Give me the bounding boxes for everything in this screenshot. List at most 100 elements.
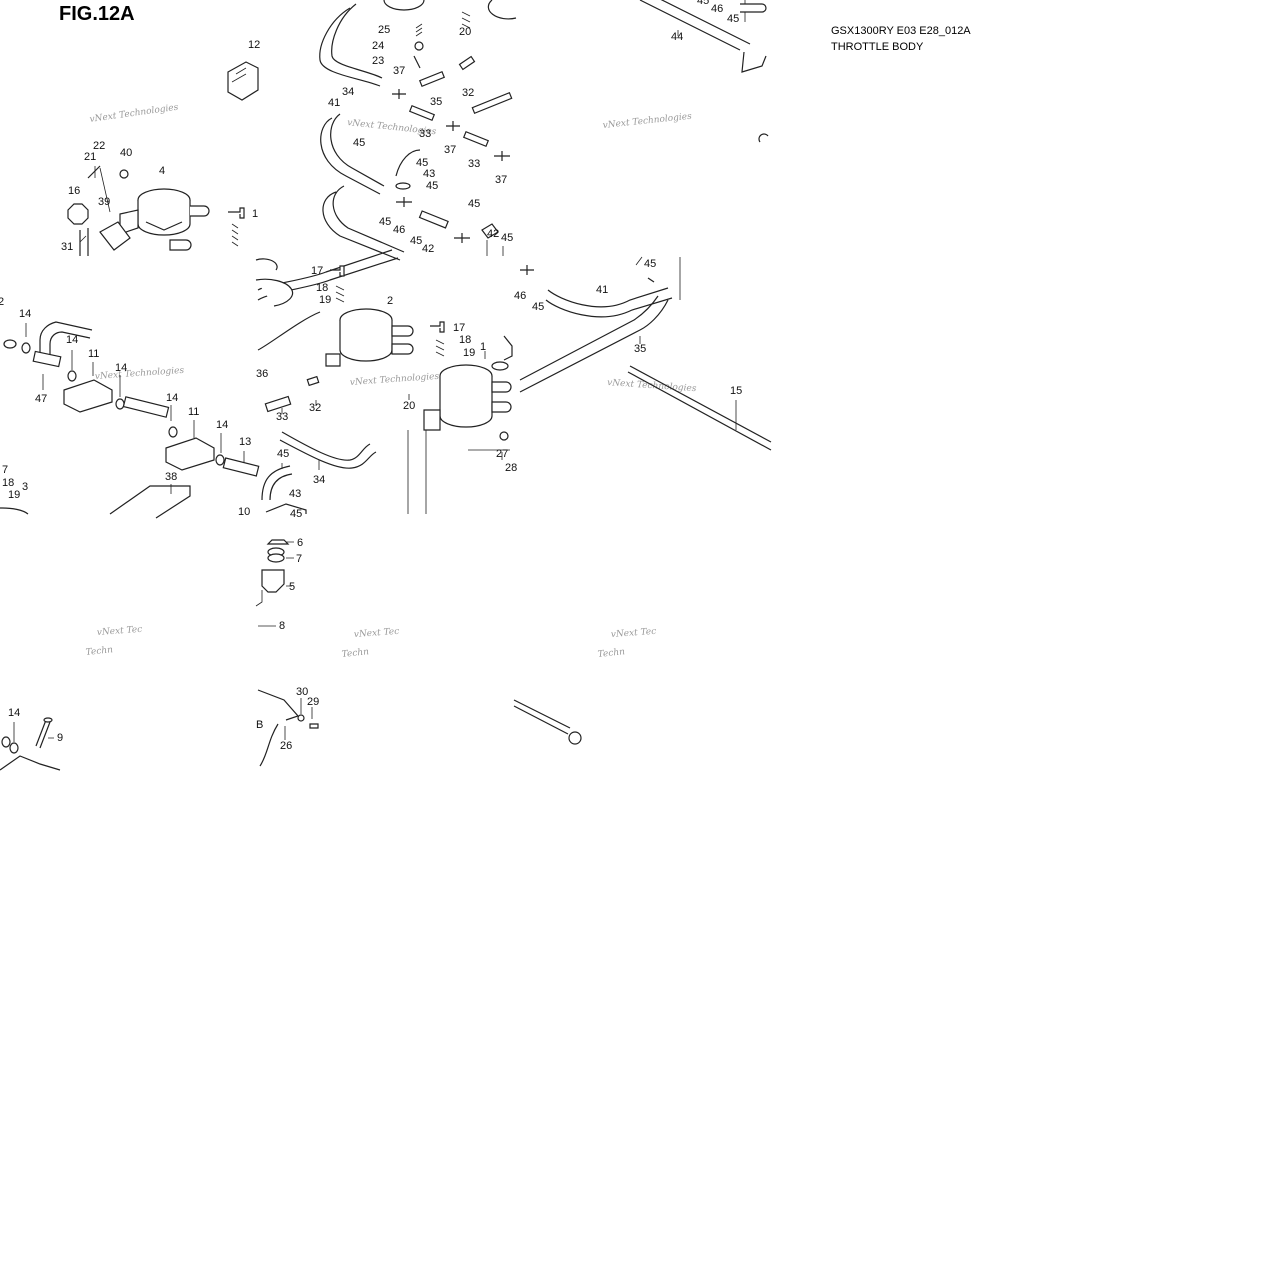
hose-34: [319, 7, 381, 87]
part-callout: 45: [697, 0, 709, 7]
clip-part: [741, 51, 767, 73]
spring-part: [335, 285, 345, 303]
section-name: THROTTLE BODY: [831, 41, 924, 53]
part-callout: 23: [372, 55, 384, 67]
nipples: [391, 325, 414, 355]
bolt-9: [35, 719, 47, 747]
part-callout: 15: [730, 385, 742, 397]
injector-lead: [255, 590, 263, 607]
hose-pair: [257, 257, 399, 301]
part-callout: 45: [416, 157, 428, 169]
tile-throttle-left: [67, 61, 259, 256]
screw-part: [430, 321, 445, 333]
part-callout: B: [256, 719, 263, 731]
pipe-13: [222, 457, 260, 477]
part-callout: 45: [644, 258, 656, 270]
part-callout: 45: [532, 301, 544, 313]
nipple: [190, 205, 210, 217]
part-callout: 21: [84, 151, 96, 163]
part-callout: 46: [711, 3, 723, 15]
watermark: vNext Tec: [611, 627, 657, 640]
pipe-end: [758, 133, 769, 143]
watermark: Techn: [341, 647, 369, 660]
intake-part: [0, 755, 61, 771]
injector-part: [503, 335, 513, 361]
part-callout: 1: [480, 341, 486, 353]
part-callout: 27: [496, 448, 508, 460]
part-callout: 3: [22, 481, 28, 493]
part-callout: 20: [459, 26, 471, 38]
clamp-part: [21, 342, 31, 354]
watermark: vNext Technologies: [350, 372, 440, 388]
hose-34-inner: [279, 439, 377, 469]
part-callout: 4: [159, 165, 165, 177]
part-callout: 14: [19, 308, 31, 320]
part-callout: 22: [93, 140, 105, 152]
model-code: GSX1300RY E03 E28_012A: [831, 25, 971, 37]
bolt-9: [39, 721, 51, 749]
watermark: vNext Tec: [97, 625, 143, 638]
cushion-7: [267, 553, 285, 563]
hose-41: [547, 287, 669, 308]
part-callout: 30: [296, 686, 308, 698]
pipe-part: [462, 130, 490, 148]
linkage-plate: [423, 409, 441, 431]
hose-42-inner: [332, 185, 405, 253]
part-callout: 10: [238, 506, 250, 518]
part-callout: 33: [419, 128, 431, 140]
nipple: [169, 239, 192, 251]
part-callout: 14: [8, 707, 20, 719]
part-callout: 35: [634, 343, 646, 355]
part-callout: 13: [239, 436, 251, 448]
throttle-cable-15: [627, 371, 772, 451]
leader-lines: [94, 166, 111, 213]
part-callout: 5: [289, 581, 295, 593]
part-callout: 9: [57, 732, 63, 744]
throttle-flap: [145, 221, 183, 231]
part-callout: 14: [115, 362, 127, 374]
bolt-head: [43, 717, 53, 723]
part-callout: 45: [468, 198, 480, 210]
part-callout: 47: [35, 393, 47, 405]
spring-part: [415, 23, 423, 37]
part-callout: 14: [216, 419, 228, 431]
hose-35-inner: [519, 295, 659, 381]
part-callout: 33: [276, 411, 288, 423]
hose-41-inner: [330, 113, 385, 187]
part-callout: 37: [444, 144, 456, 156]
watermark: vNext Technologies: [602, 112, 692, 131]
leader-lines: [281, 351, 503, 470]
oring-6: [266, 539, 290, 545]
bracket-38: [109, 485, 191, 519]
hose-47: [39, 321, 93, 360]
part-callout: 7: [296, 553, 302, 565]
watermark: Techn: [85, 645, 113, 658]
part-callout: 19: [8, 489, 20, 501]
part-callout: 19: [319, 294, 331, 306]
t-joint: [392, 89, 406, 99]
part-callout: 7: [2, 464, 8, 476]
part-callout: 37: [393, 65, 405, 77]
tile-injector: [255, 539, 319, 767]
pipe-32: [306, 375, 320, 387]
intake-pipe-11: [165, 437, 215, 471]
tile-bolt: [0, 717, 61, 771]
hose-47-inner: [49, 331, 91, 360]
part-callout: 32: [309, 402, 321, 414]
part-callout: 17: [311, 265, 323, 277]
hose-43: [395, 149, 421, 177]
pipe-part: [408, 104, 436, 122]
pipe-part: [740, 3, 767, 13]
part-callout: 8: [279, 620, 285, 632]
part-callout: 36: [256, 368, 268, 380]
pipe-part: [122, 396, 170, 418]
throttle-cable-15: [629, 365, 772, 443]
cable-end-fitting: [568, 731, 582, 745]
spring-part: [231, 223, 239, 247]
part-callout: 40: [120, 147, 132, 159]
leader-lines: [486, 240, 504, 256]
pipe-33: [264, 395, 292, 413]
linkage-plate: [325, 353, 341, 367]
